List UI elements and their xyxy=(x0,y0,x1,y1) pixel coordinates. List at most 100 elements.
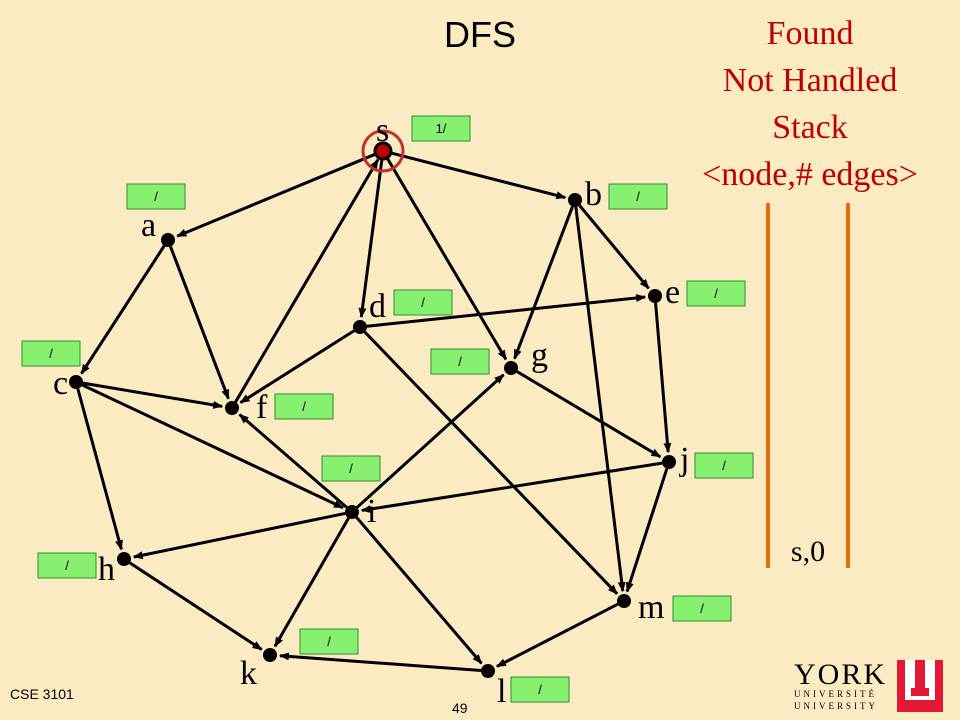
node-label-e: e xyxy=(665,274,680,311)
node-label-s: s xyxy=(376,112,389,149)
box-g xyxy=(430,348,490,375)
edge-a-f xyxy=(169,246,230,400)
box-s xyxy=(411,115,471,142)
node-i xyxy=(345,505,359,519)
node-a xyxy=(161,233,175,247)
edge-m-l xyxy=(496,602,619,668)
york-wordmark: YORK xyxy=(794,658,887,691)
node-label-c: c xyxy=(53,365,68,402)
box-text-b: / xyxy=(636,189,640,204)
node-f xyxy=(225,401,239,415)
highlight-ring-s xyxy=(361,129,405,173)
box-h xyxy=(37,552,97,579)
box-j xyxy=(694,452,754,479)
edge-j-m xyxy=(625,468,669,593)
nodes xyxy=(69,129,676,678)
edge-b-m xyxy=(574,206,626,593)
box-text-a: / xyxy=(154,189,158,204)
node-j xyxy=(662,455,676,469)
node-e xyxy=(648,289,662,303)
edge-a-c xyxy=(80,245,166,375)
box-text-j: / xyxy=(722,458,726,473)
edge-b-e xyxy=(578,204,650,290)
edge-f-s xyxy=(234,158,380,403)
node-b xyxy=(568,193,582,207)
discovery-boxes: 1/ / / / / / / / / / / / / / xyxy=(21,115,754,703)
node-k xyxy=(263,648,277,662)
page-number: 49 xyxy=(452,700,468,716)
box-text-m: / xyxy=(700,601,704,616)
edge-d-m xyxy=(363,331,619,595)
york-logo: YORK UNIVERSITÉ UNIVERSITY xyxy=(794,658,943,712)
edge-i-l xyxy=(355,516,483,665)
edge-s-d xyxy=(358,157,384,319)
edge-s-a xyxy=(176,152,378,238)
edge-s-g xyxy=(385,156,508,361)
box-c xyxy=(21,340,81,367)
node-m xyxy=(617,594,631,608)
edge-d-e xyxy=(366,294,647,328)
legend-stack: Stack xyxy=(772,109,848,146)
edge-c-i xyxy=(81,383,344,510)
edge-i-g xyxy=(356,373,505,509)
node-c xyxy=(69,375,83,389)
legend-found: Found xyxy=(766,15,854,52)
slide-title: DFS xyxy=(444,14,516,55)
edge-c-h xyxy=(76,388,123,551)
stack-entries: s,0 xyxy=(791,535,825,568)
node-l xyxy=(481,664,495,678)
node-label-l: l xyxy=(497,673,506,710)
node-h xyxy=(117,552,131,566)
edges xyxy=(76,151,672,672)
node-label-d: d xyxy=(369,288,386,325)
node-label-a: a xyxy=(141,207,156,244)
stack-entry: s,0 xyxy=(791,535,825,568)
box-e xyxy=(686,280,746,307)
edge-g-j xyxy=(516,370,662,459)
box-text-s: 1/ xyxy=(436,121,447,136)
node-label-g: g xyxy=(531,337,548,374)
edge-d-f xyxy=(239,329,355,404)
node-label-i: i xyxy=(367,493,376,530)
box-text-h: / xyxy=(65,558,69,573)
box-text-k: / xyxy=(327,634,331,649)
box-text-d: / xyxy=(421,295,425,310)
legend: Found Not Handled Stack <node,# edges> xyxy=(670,10,950,198)
box-text-f: / xyxy=(302,399,306,414)
footer-course: CSE 3101 xyxy=(10,686,74,702)
york-universite: UNIVERSITÉ xyxy=(794,689,877,699)
edge-b-g xyxy=(513,206,574,360)
york-university: UNIVERSITY xyxy=(794,701,878,711)
edge-h-k xyxy=(129,561,263,651)
box-i xyxy=(321,455,381,482)
edge-l-k xyxy=(278,652,482,672)
box-l xyxy=(510,676,570,703)
node-label-f: f xyxy=(256,389,268,426)
edge-i-h xyxy=(132,511,346,560)
edge-i-f xyxy=(238,413,348,509)
edge-s-b xyxy=(389,151,567,200)
box-text-c: / xyxy=(49,346,53,361)
box-d xyxy=(393,289,453,316)
legend-not-handled: Not Handled xyxy=(722,62,898,99)
box-f xyxy=(274,393,334,420)
node-label-k: k xyxy=(240,655,257,692)
edge-j-i xyxy=(360,461,663,513)
box-a xyxy=(126,183,186,210)
legend-node-edges: <node,# edges> xyxy=(702,156,918,193)
node-s xyxy=(373,141,393,161)
node-label-m: m xyxy=(638,589,664,626)
york-u-emblem-icon xyxy=(897,660,943,712)
edge-c-f xyxy=(82,381,224,409)
node-label-b: b xyxy=(585,176,602,213)
box-k xyxy=(299,628,359,655)
box-text-i: / xyxy=(349,461,353,476)
box-text-g: / xyxy=(458,354,462,369)
edge-e-j xyxy=(654,302,672,454)
box-text-e: / xyxy=(714,286,718,301)
node-g xyxy=(504,361,518,375)
box-b xyxy=(608,183,668,210)
box-text-l: / xyxy=(538,682,542,697)
